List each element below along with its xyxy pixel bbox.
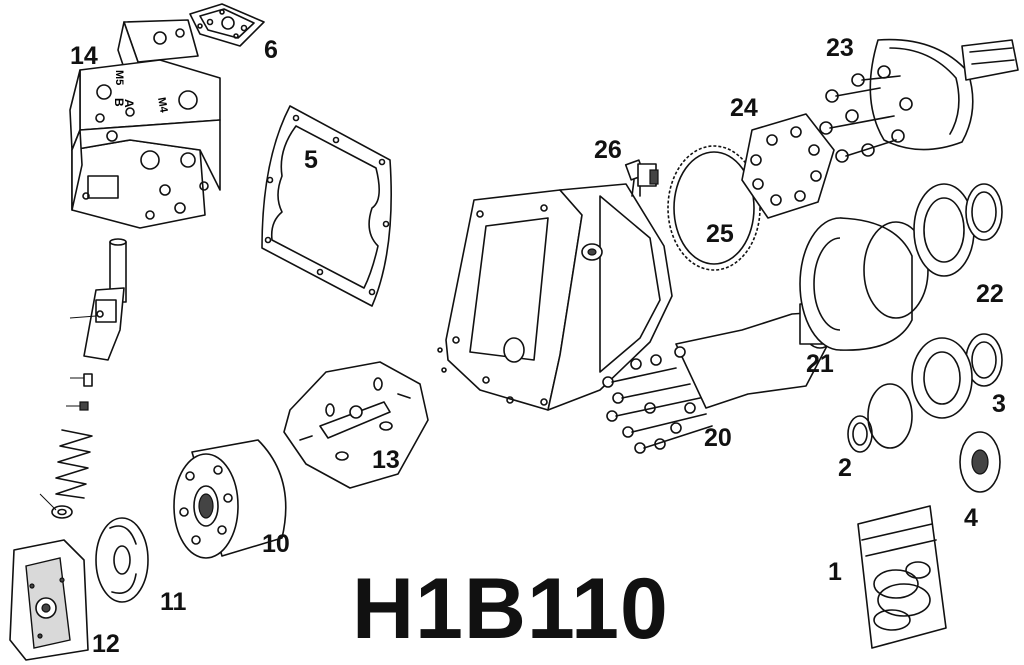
marking-m5: M5 (113, 70, 125, 85)
part-21-bearing (799, 217, 929, 351)
part-24-retainer-plate (741, 113, 835, 219)
part-22-bearing-cone (913, 183, 1003, 277)
part-12-end-cover (9, 539, 89, 661)
part-2-shaft-seal (847, 383, 913, 453)
callout-24: 24 (730, 94, 758, 122)
model-title: H1B110 (352, 561, 669, 657)
marking-a: A (122, 99, 136, 108)
marking-m4: M4 (155, 96, 170, 114)
callout-23: 23 (826, 34, 854, 62)
part-13-swashplate-kit (283, 361, 429, 489)
part-26-speed-sensor (624, 159, 659, 197)
callout-1: 1 (828, 558, 842, 586)
callout-20: 20 (704, 424, 732, 452)
spool-assembly (39, 238, 127, 519)
part-14-control-block: A B M5 M4 (69, 19, 221, 229)
part-3-retaining-ring (911, 333, 1003, 419)
marking-b: B (112, 98, 126, 107)
callout-5: 5 (304, 146, 318, 174)
callout-3: 3 (992, 390, 1006, 418)
callout-12: 12 (92, 630, 120, 658)
part-11-valve-plate (95, 517, 149, 603)
callout-2: 2 (838, 454, 852, 482)
part-6-small-gasket (189, 3, 265, 47)
part-25-target-ring (667, 145, 761, 271)
callout-21: 21 (806, 350, 834, 378)
callout-4: 4 (964, 504, 978, 532)
callout-11: 11 (160, 588, 187, 616)
part-5-end-gasket (261, 105, 392, 307)
callout-6: 6 (264, 36, 278, 64)
callout-22: 22 (976, 280, 1004, 308)
callout-13: 13 (372, 446, 400, 474)
callout-26: 26 (594, 136, 622, 164)
part-1-seal-kit-bag (857, 505, 947, 649)
main-housing (437, 183, 673, 411)
part-10-cylinder-block (173, 439, 287, 559)
part-23-rotating-group (819, 38, 1019, 163)
part-4-seal-carrier (959, 431, 1001, 493)
callout-10: 10 (262, 530, 290, 558)
callout-14: 14 (70, 42, 98, 70)
callout-25: 25 (706, 220, 734, 248)
